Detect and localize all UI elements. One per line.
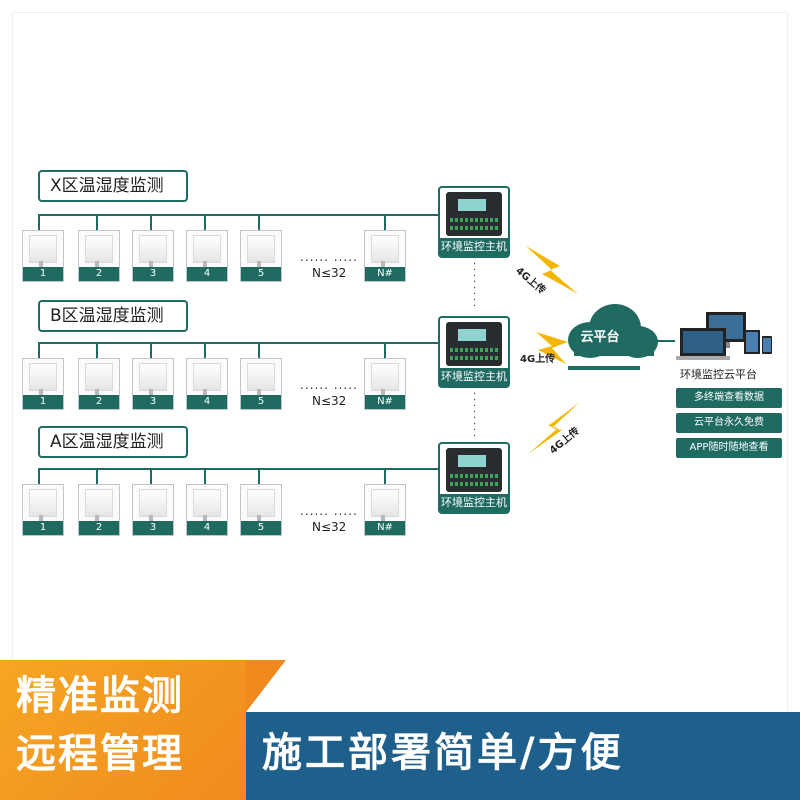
sensor-device: 3	[132, 484, 174, 536]
bus-drop	[258, 342, 260, 358]
bus-drop	[150, 468, 152, 484]
rs485-bus	[38, 214, 438, 216]
rs485-bus	[38, 342, 438, 344]
banner-divider	[246, 660, 286, 712]
sensor-device: 5	[240, 358, 282, 410]
sensor-device-last: N#	[364, 358, 406, 410]
banner-left: 精准监测 远程管理	[0, 660, 246, 800]
bus-drop	[38, 342, 40, 358]
zone-title: X区温湿度监测	[38, 170, 188, 202]
bus-drop	[384, 468, 386, 484]
link-dots: ········	[473, 389, 477, 442]
sensor-device: 2	[78, 230, 120, 282]
cloud-icon	[568, 304, 658, 370]
host-controller: 环境监控主机	[438, 316, 510, 388]
sensor-device-last: N#	[364, 230, 406, 282]
bus-drop	[38, 468, 40, 484]
host-controller: 环境监控主机	[438, 186, 510, 258]
sensor-device-last: N#	[364, 484, 406, 536]
uplink-label: 4G上传	[520, 354, 556, 365]
cloud-label: 云平台	[580, 330, 620, 345]
bus-drop	[204, 468, 206, 484]
host-controller: 环境监控主机	[438, 442, 510, 514]
ellipsis: ...... .....	[300, 250, 358, 264]
sensor-device: 4	[186, 358, 228, 410]
feature-badge: 云平台永久免费	[676, 413, 782, 433]
banner-right: 施工部署简单/方便	[246, 712, 800, 800]
bus-drop	[150, 342, 152, 358]
banner-line-1: 精准监测	[16, 673, 184, 719]
sensor-device: 1	[22, 230, 64, 282]
bus-drop	[258, 214, 260, 230]
bus-drop	[258, 468, 260, 484]
ellipsis: ...... .....	[300, 504, 358, 518]
banner-line-2: 远程管理	[16, 731, 184, 777]
bus-drop	[38, 214, 40, 230]
feature-badge: 多终端查看数据	[676, 388, 782, 408]
sensor-count-label: N≤32	[312, 266, 347, 280]
sensor-count-label: N≤32	[312, 394, 347, 408]
lightning-bolt-icon	[528, 402, 580, 454]
platform-caption: 环境监控云平台	[680, 368, 757, 381]
sensor-device: 4	[186, 230, 228, 282]
sensor-device: 4	[186, 484, 228, 536]
cloud-link	[645, 340, 675, 342]
bus-drop	[384, 214, 386, 230]
bus-drop	[96, 468, 98, 484]
sensor-device: 2	[78, 358, 120, 410]
sensor-device: 3	[132, 358, 174, 410]
bus-drop	[96, 342, 98, 358]
sensor-count-label: N≤32	[312, 520, 347, 534]
sensor-device: 1	[22, 358, 64, 410]
bus-drop	[96, 214, 98, 230]
link-dots: ········	[473, 259, 477, 312]
lightning-bolt-icon	[536, 332, 568, 364]
bus-drop	[204, 214, 206, 230]
sensor-device: 3	[132, 230, 174, 282]
feature-badge: APP随时随地查看	[676, 438, 782, 458]
cloud-platform: 云平台	[560, 300, 670, 374]
bus-drop	[150, 214, 152, 230]
banner-slogan: 施工部署简单/方便	[262, 730, 624, 776]
sensor-device: 2	[78, 484, 120, 536]
lightning-bolt-icon	[526, 246, 578, 294]
rs485-bus	[38, 468, 438, 470]
bus-drop	[384, 342, 386, 358]
sensor-device: 5	[240, 484, 282, 536]
bus-drop	[204, 342, 206, 358]
zone-title: A区温湿度监测	[38, 426, 188, 458]
sensor-device: 1	[22, 484, 64, 536]
devices-icon	[676, 312, 772, 360]
sensor-device: 5	[240, 230, 282, 282]
zone-title: B区温湿度监测	[38, 300, 188, 332]
ellipsis: ...... .....	[300, 378, 358, 392]
